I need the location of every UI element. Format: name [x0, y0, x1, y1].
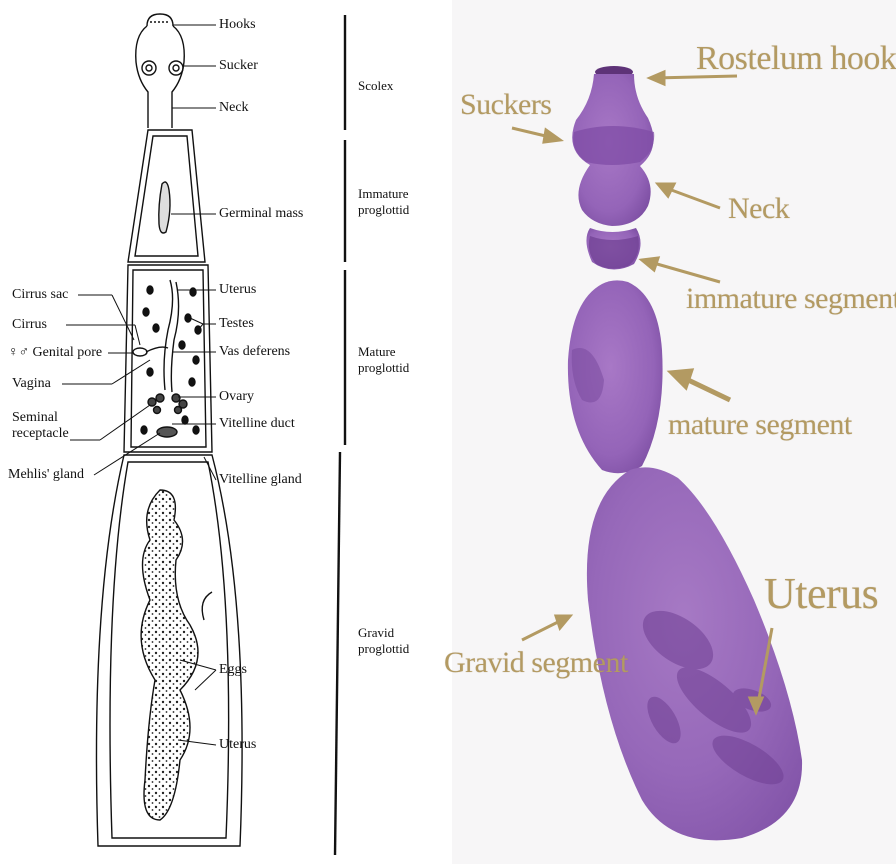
- stage-label-immature: Immature proglottid: [358, 186, 438, 218]
- immature-proglottid-outline: [128, 130, 205, 262]
- label-vagina: Vagina: [12, 376, 51, 392]
- photo-label-rostelum-hooks: Rostelum hooks: [696, 40, 896, 78]
- photo-label-immature-segment: immature segment: [686, 282, 896, 316]
- scolex-outline: [136, 14, 185, 128]
- label-uterus-top: Uterus: [219, 282, 256, 298]
- gravid-proglottid-outline: [96, 455, 242, 846]
- divider-gravid: [335, 452, 340, 855]
- label-uterus-bottom: Uterus: [219, 737, 256, 753]
- stage-label-mature: Mature proglottid: [358, 344, 428, 376]
- label-cirrus: Cirrus: [12, 317, 47, 333]
- label-ovary: Ovary: [219, 389, 254, 405]
- photo-label-mature-segment: mature segment: [668, 408, 852, 442]
- label-hooks: Hooks: [219, 17, 256, 33]
- label-seminal-receptacle: Seminal receptacle: [12, 410, 74, 442]
- stage-label-scolex: Scolex: [358, 78, 393, 94]
- label-mehlis-gland: Mehlis' gland: [8, 467, 84, 483]
- photo-label-suckers: Suckers: [460, 88, 551, 122]
- label-genital-pore: ♀♂ Genital pore: [8, 345, 102, 361]
- label-germinal-mass: Germinal mass: [219, 206, 303, 222]
- label-cirrus-sac: Cirrus sac: [12, 287, 68, 303]
- label-vitelline-gland: Vitelline gland: [219, 472, 302, 488]
- specimen-photo-panel: Rostelum hooks Suckers Neck immature seg…: [452, 0, 896, 864]
- photo-label-uterus: Uterus: [764, 568, 878, 619]
- label-eggs: Eggs: [219, 662, 247, 678]
- label-sucker: Sucker: [219, 58, 258, 74]
- photo-label-neck: Neck: [728, 192, 789, 226]
- photo-label-gravid-segment: Gravid segment: [444, 646, 628, 680]
- stage-label-gravid: Gravid proglottid: [358, 625, 428, 657]
- tapeworm-diagram-panel: Hooks Sucker Neck Germinal mass Cirrus s…: [0, 0, 452, 864]
- label-vas-deferens: Vas deferens: [219, 344, 290, 360]
- suckers-shape: [573, 126, 654, 165]
- label-testes: Testes: [219, 316, 254, 332]
- label-vitelline-duct: Vitelline duct: [219, 416, 295, 432]
- label-neck: Neck: [219, 100, 249, 116]
